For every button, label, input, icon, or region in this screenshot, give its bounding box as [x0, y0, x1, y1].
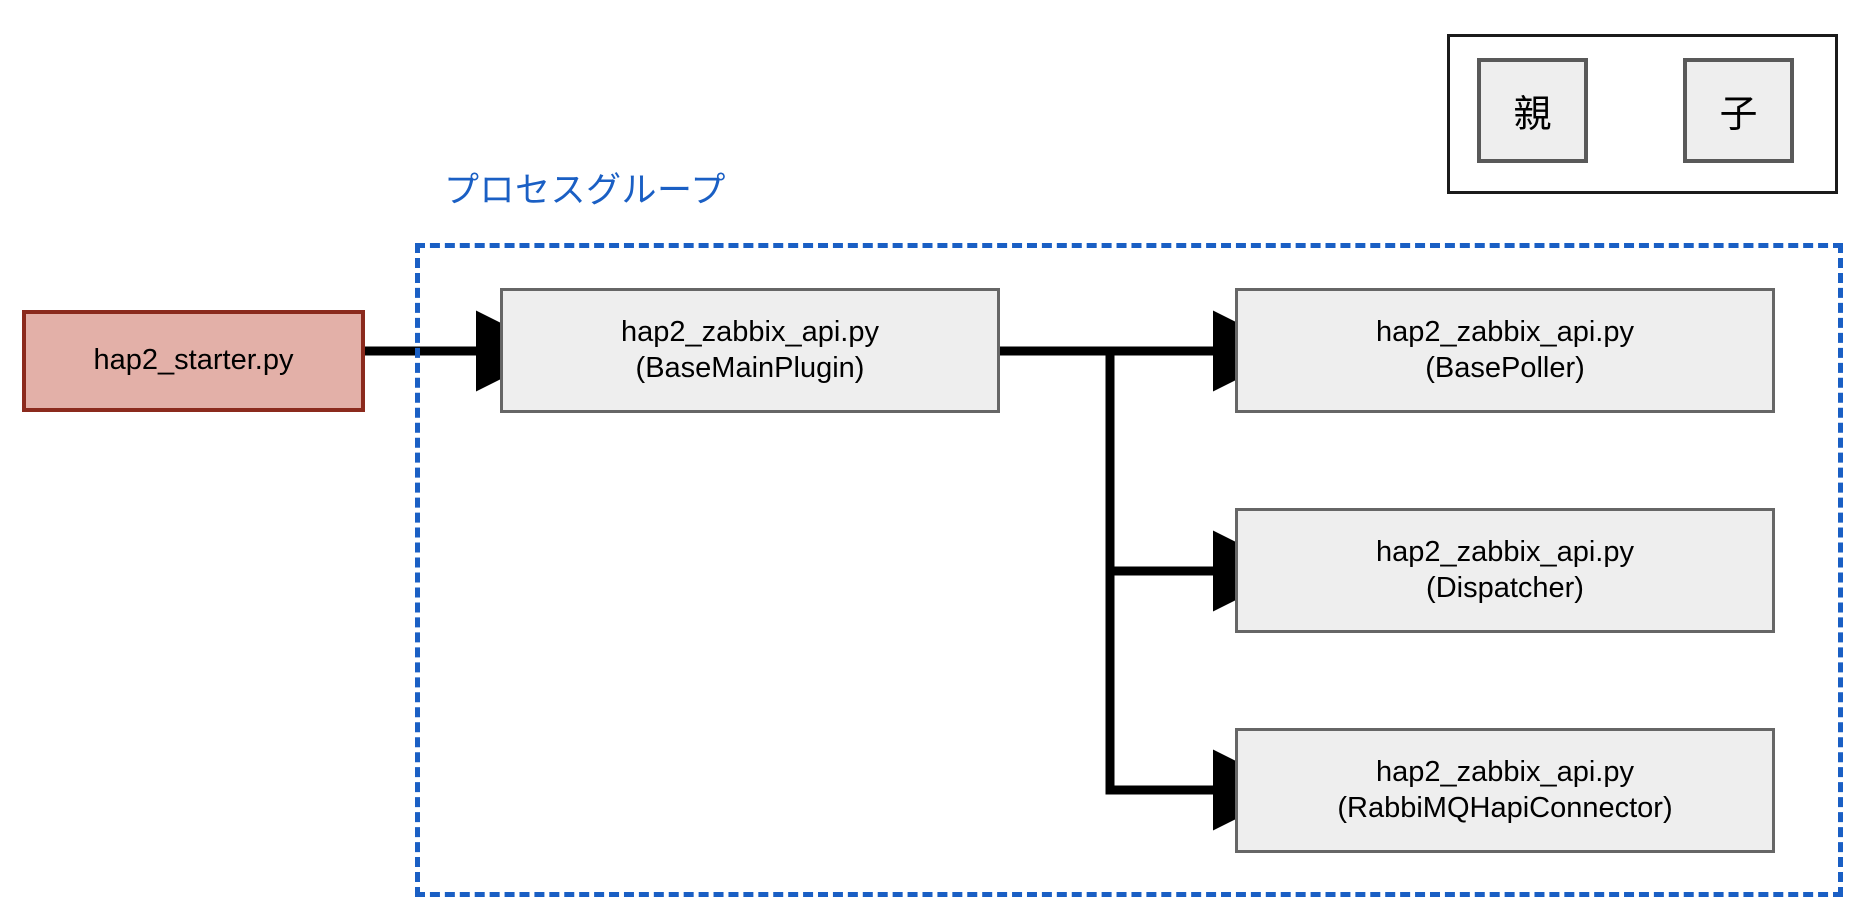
- node-base-main-plugin[interactable]: hap2_zabbix_api.py (BaseMainPlugin): [500, 288, 1000, 413]
- node-label-line2: (BasePoller): [1425, 351, 1585, 384]
- node-rabbitmq-hapi-connector[interactable]: hap2_zabbix_api.py (RabbiMQHapiConnector…: [1235, 728, 1775, 853]
- node-label-line2: (Dispatcher): [1426, 571, 1584, 604]
- legend-child-node: 子: [1683, 58, 1794, 163]
- node-label-line2: (BaseMainPlugin): [635, 351, 865, 384]
- legend-parent-node: 親: [1477, 58, 1588, 163]
- node-label-line1: hap2_starter.py: [93, 344, 294, 377]
- node-dispatcher[interactable]: hap2_zabbix_api.py (Dispatcher): [1235, 508, 1775, 633]
- process-group-label: プロセスグループ: [444, 171, 726, 210]
- process-group-frame: [415, 243, 1843, 897]
- node-label-line1: hap2_zabbix_api.py: [1376, 536, 1634, 569]
- node-label-line2: (RabbiMQHapiConnector): [1337, 791, 1673, 824]
- node-base-poller[interactable]: hap2_zabbix_api.py (BasePoller): [1235, 288, 1775, 413]
- node-label-line1: hap2_zabbix_api.py: [1376, 756, 1634, 789]
- node-label-line1: hap2_zabbix_api.py: [621, 316, 879, 349]
- legend-child-label: 子: [1719, 94, 1758, 136]
- node-label-line1: hap2_zabbix_api.py: [1376, 316, 1634, 349]
- node-hap2-starter[interactable]: hap2_starter.py: [22, 310, 365, 412]
- legend-parent-label: 親: [1513, 94, 1552, 136]
